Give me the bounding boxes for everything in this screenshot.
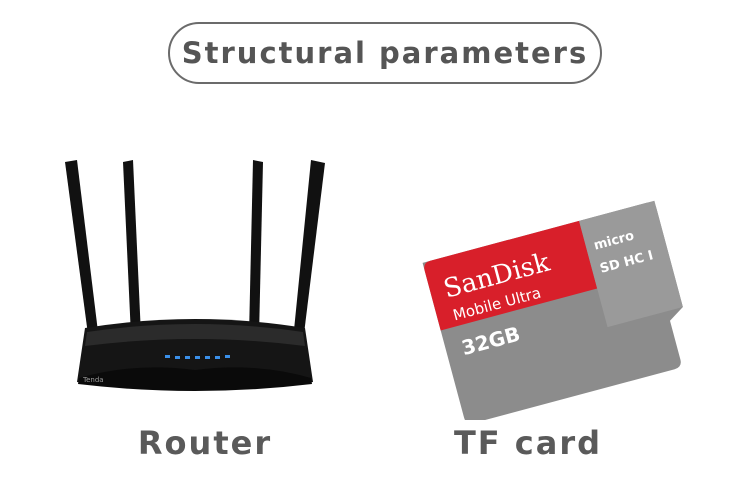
router-brand-mark: Tenda bbox=[82, 376, 104, 384]
router-image: Tenda bbox=[65, 160, 325, 391]
led-4 bbox=[195, 356, 200, 359]
tf-card-image: SanDisk Mobile Ultra 32GB micro SD HC I bbox=[422, 200, 683, 420]
led-3 bbox=[185, 356, 190, 359]
led-1 bbox=[165, 355, 170, 358]
router-caption: Router bbox=[137, 424, 273, 462]
antenna-4 bbox=[293, 160, 325, 342]
led-6 bbox=[215, 356, 220, 359]
led-7 bbox=[225, 355, 230, 358]
card-red-band bbox=[424, 220, 598, 331]
led-2 bbox=[175, 356, 180, 359]
led-5 bbox=[205, 356, 210, 359]
page-title: Structural parameters bbox=[181, 36, 589, 70]
antenna-1 bbox=[65, 160, 99, 342]
tf-card-caption: TF card bbox=[453, 424, 603, 462]
antenna-3 bbox=[249, 160, 263, 336]
title-banner: Structural parameters bbox=[168, 22, 602, 84]
antenna-2 bbox=[123, 160, 141, 336]
